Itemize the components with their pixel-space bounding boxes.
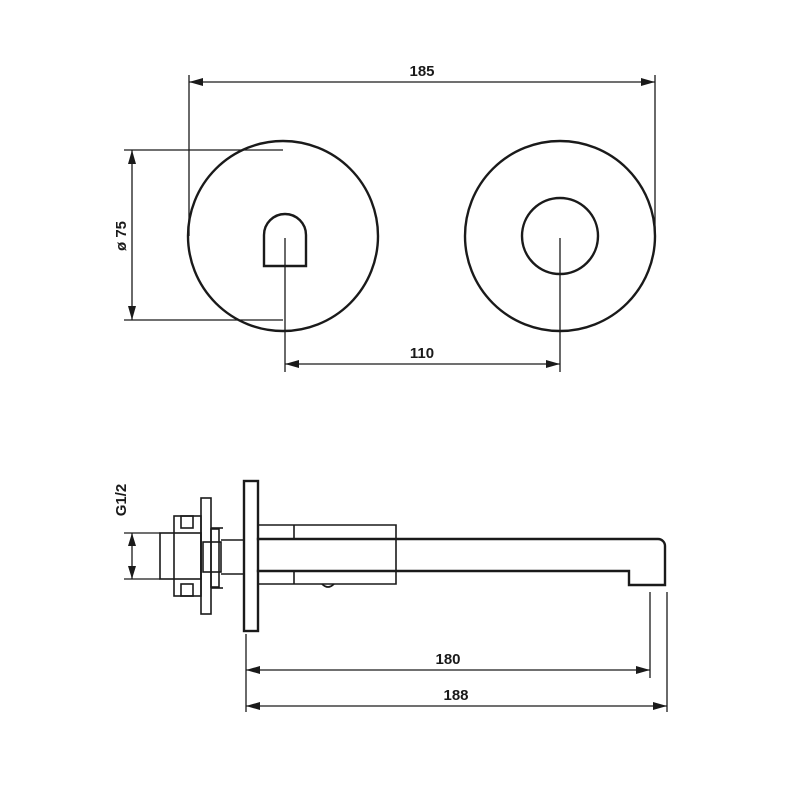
dimension-thread: G1/2 [113,484,160,580]
overall-length-label: 188 [443,687,468,704]
dimension-overall-length: 188 [246,592,668,712]
front-view: 185 ø 75 110 [113,63,657,372]
dimension-center-distance: 110 [284,238,561,372]
thread-label: G1/2 [113,484,130,517]
body-nut [321,583,335,588]
dimension-diameter: ø 75 [113,149,283,321]
body-housing [258,524,397,585]
side-view: G1/2 180 188 [113,479,668,712]
spout [256,537,667,587]
wall-plate [242,479,260,633]
spout-outlet-shape [262,212,308,268]
dimension-overall-width: 185 [188,63,656,236]
dimension-spout-length: 180 [245,592,651,712]
inlet-fitting [159,497,244,615]
overall-width-label: 185 [409,63,434,80]
left-rosette-plate [186,139,380,333]
diameter-label: ø 75 [113,221,130,251]
center-distance-label: 110 [410,345,434,362]
spout-length-label: 180 [435,651,460,668]
